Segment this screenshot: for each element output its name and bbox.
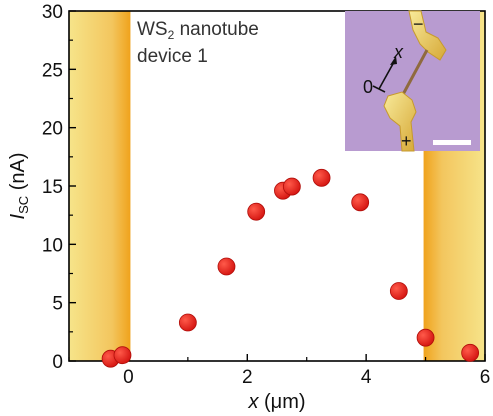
data-point (312, 168, 331, 187)
y-tick-label: 0 (52, 352, 63, 373)
inset-minus-label: − (413, 14, 424, 34)
y-tick-label: 20 (42, 119, 63, 140)
data-point (416, 328, 435, 347)
inset-nanotube (398, 49, 429, 101)
data-point (282, 177, 301, 196)
inset-plus-label: + (401, 131, 412, 151)
data-point (247, 202, 266, 221)
y-axis-ticks: 0 5 10 15 20 25 30 (42, 2, 76, 373)
x-tick-label: 6 (480, 367, 491, 388)
inset-lower-electrode (383, 91, 417, 152)
data-point (217, 257, 236, 276)
annotation-line-2: device 1 (137, 46, 208, 67)
data-point (113, 346, 132, 365)
x-axis-label: x (μm) (247, 391, 305, 413)
x-tick-label: 2 (242, 367, 253, 388)
inset-background (345, 11, 480, 151)
data-point (178, 313, 197, 332)
data-point (351, 193, 370, 212)
y-axis-label: ISC (nA) (7, 153, 31, 220)
y-tick-label: 5 (52, 294, 63, 315)
inset-x-label: x (393, 42, 404, 62)
inset-upper-electrode (408, 10, 447, 61)
y-tick-label: 15 (42, 177, 63, 198)
inset-micrograph: − + 0 x (345, 10, 480, 152)
y-tick-label: 30 (42, 2, 63, 23)
left-electrode-region (69, 11, 131, 361)
inset-x-arrow-head (390, 56, 397, 65)
inset-zero-label: 0 (363, 77, 373, 97)
y-tick-label: 25 (42, 60, 63, 81)
inset-zero-tick (372, 85, 386, 93)
y-tick-label: 10 (42, 235, 63, 256)
data-point (461, 343, 480, 362)
inset-scale-bar (433, 140, 471, 145)
x-tick-label: 4 (361, 367, 372, 388)
inset-x-arrow (378, 61, 395, 90)
data-points (101, 168, 480, 368)
x-tick-label: 0 (123, 367, 134, 388)
annotation-line-1: WS2 nanotube (137, 19, 259, 42)
data-point (389, 282, 408, 300)
